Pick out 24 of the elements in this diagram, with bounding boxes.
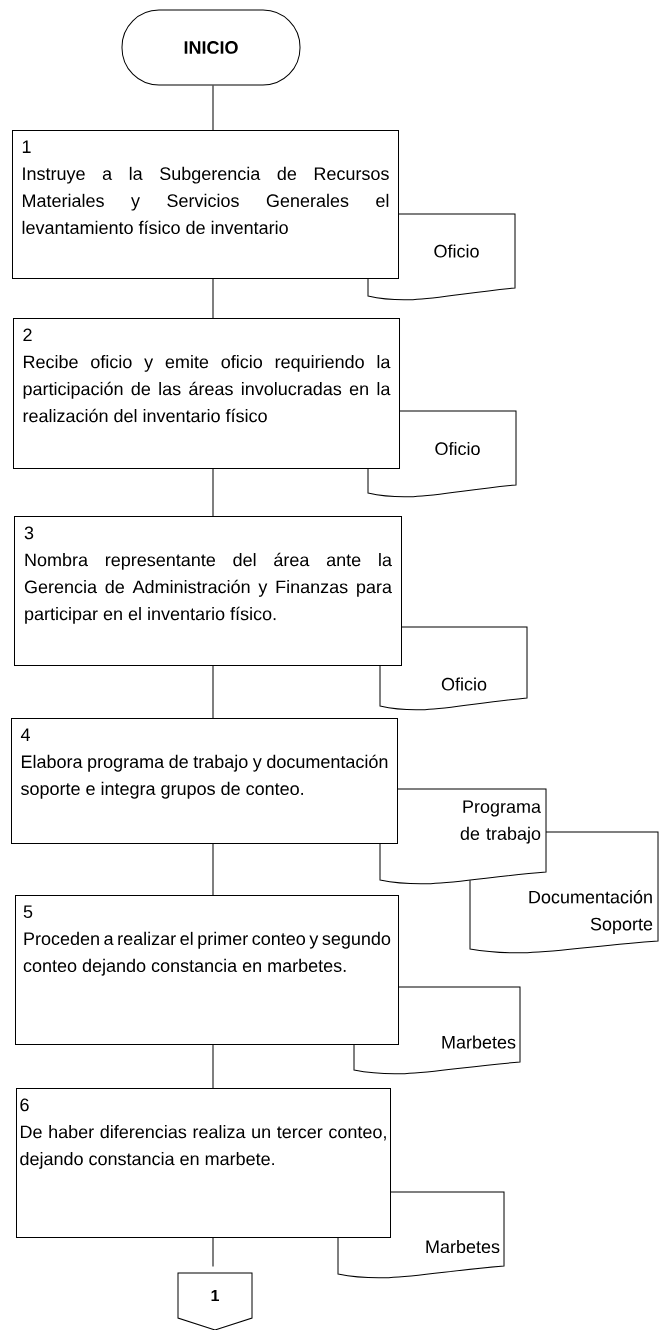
step-number: 4 (20, 728, 30, 741)
step-number: 5 (23, 905, 33, 919)
step-text: De haber diferencias realiza un tercer conteo, dejando constancia en marbete. (20, 1125, 386, 1169)
step-number: 3 (24, 526, 34, 540)
step-number: 6 (20, 1098, 29, 1112)
process-box (16, 1088, 391, 1238)
step-text: Nombra representante del área ante la Gerencia de Administración y Finanzas para participar en el inventario físico. (24, 552, 392, 624)
connector-line (212, 468, 214, 517)
process-box (13, 318, 400, 469)
connector-line (212, 278, 214, 319)
process-box (11, 718, 398, 844)
step-number: 1 (22, 140, 31, 153)
off-page-connector: 1 (177, 1272, 253, 1330)
process-box (12, 130, 399, 279)
connector-line (212, 665, 214, 719)
process-box (15, 895, 399, 1045)
connector-line (212, 1044, 214, 1089)
step-text: Proceden a realizar el primer conteo y segundo conteo dejando constancia en marbetes. (23, 931, 391, 976)
start-terminal: INICIO (121, 9, 301, 86)
connector-line (212, 843, 214, 896)
connector-line (212, 1237, 214, 1267)
process-box (14, 516, 402, 666)
step-number: 2 (23, 328, 32, 342)
connector-line (212, 85, 214, 131)
